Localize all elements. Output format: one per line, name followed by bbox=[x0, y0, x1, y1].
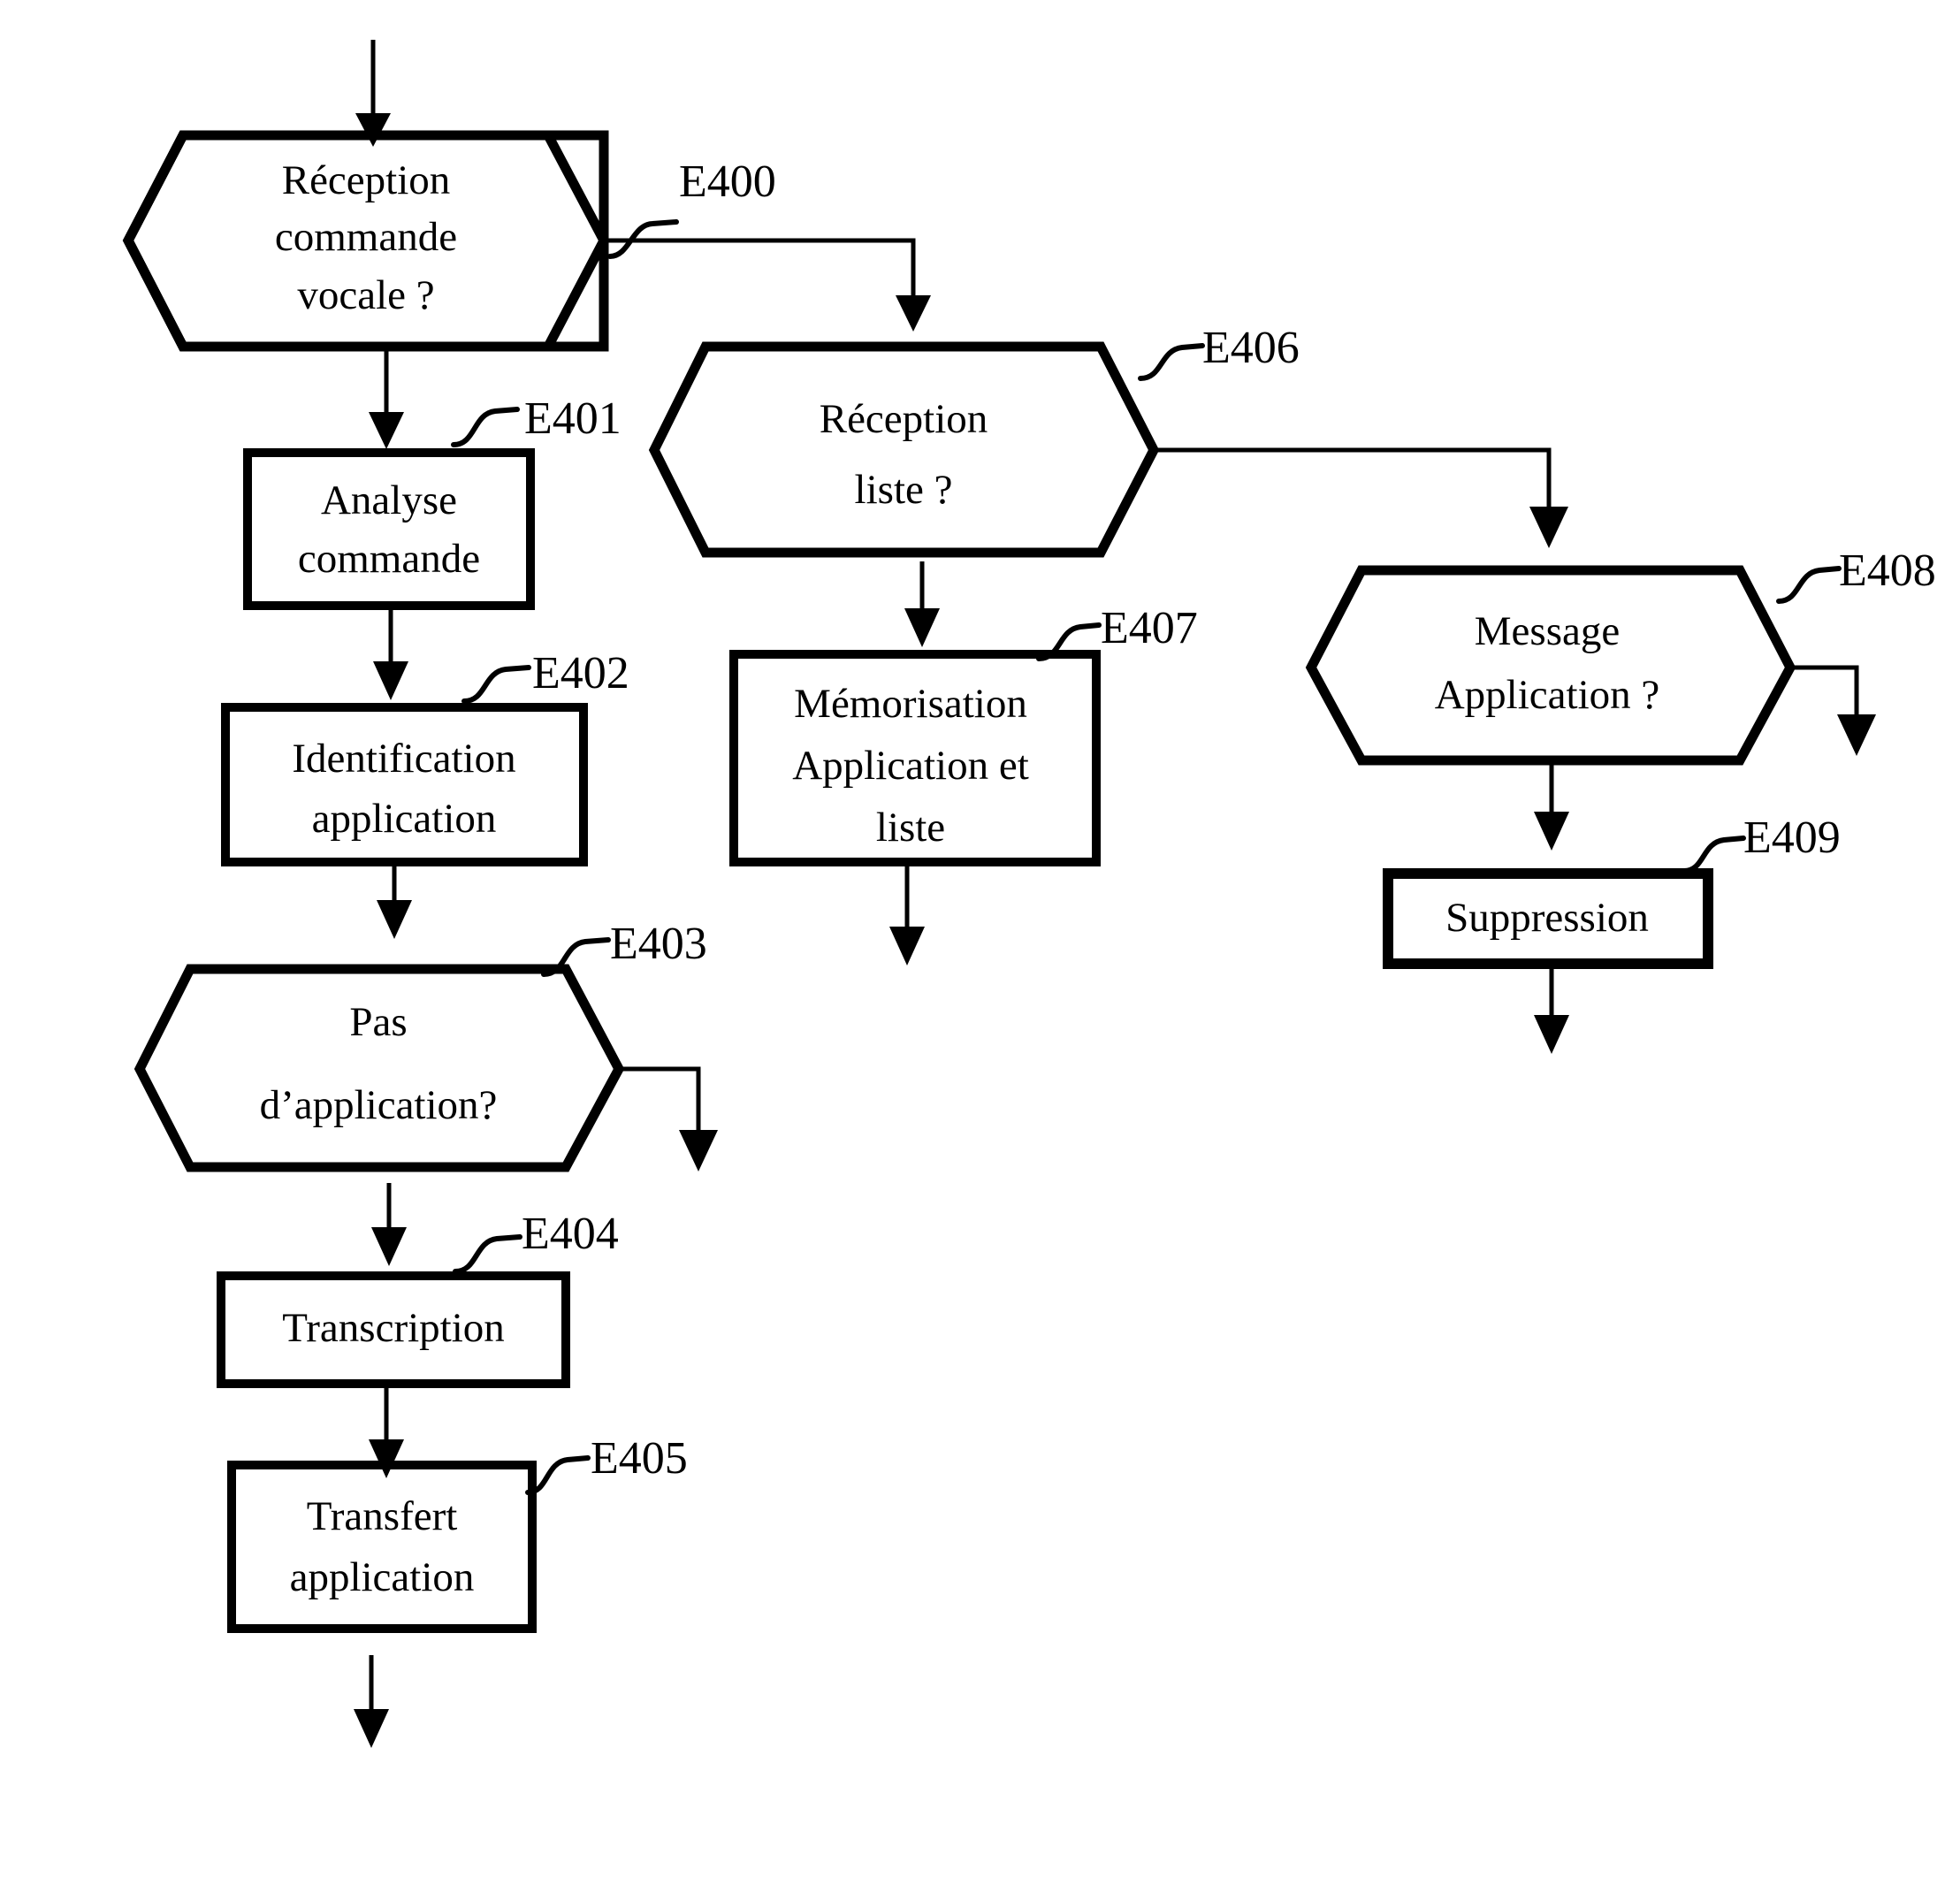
node-E401-line-0: Analyse bbox=[321, 477, 457, 523]
node-E409[interactable]: Suppression bbox=[1383, 868, 1713, 969]
ref-label-E402: E402 bbox=[461, 648, 629, 704]
edge-E406-to-E408 bbox=[1154, 447, 1568, 548]
edge-E402-to-E403 bbox=[377, 862, 412, 939]
node-E400-line-1: commande bbox=[275, 214, 457, 260]
ref-label-E401-text: E401 bbox=[524, 393, 622, 444]
ref-label-E400-text: E400 bbox=[679, 156, 776, 207]
edge-E403-to-exit-a bbox=[617, 1066, 718, 1171]
edge-E400-to-E406 bbox=[604, 238, 931, 332]
edge-entry-to-E400 bbox=[355, 40, 391, 147]
node-E401-line-1: commande bbox=[298, 536, 480, 582]
node-E407-line-0: Mémorisation bbox=[794, 681, 1027, 727]
ref-label-E407-text: E407 bbox=[1101, 603, 1198, 653]
ref-label-E406-text: E406 bbox=[1202, 323, 1300, 373]
edge-E404-to-E405 bbox=[369, 1388, 404, 1478]
node-E401[interactable]: Analyse commande bbox=[243, 448, 535, 610]
ref-label-E402-text: E402 bbox=[532, 648, 629, 698]
node-E405[interactable]: Transfert application bbox=[227, 1461, 537, 1633]
node-E403-line-0: Pas bbox=[349, 999, 407, 1045]
ref-label-E406: E406 bbox=[1138, 323, 1300, 381]
node-E407[interactable]: Mémorisation Application et liste bbox=[729, 650, 1101, 866]
node-E400-line-0: Réception bbox=[282, 157, 451, 203]
node-E400[interactable]: Réception commande vocale ? bbox=[122, 130, 610, 352]
node-E406[interactable]: Réception liste ? bbox=[648, 341, 1160, 558]
edge-E409-to-exit-e bbox=[1534, 964, 1569, 1054]
edge-E407-to-exit-c bbox=[889, 862, 925, 965]
ref-label-E408-text: E408 bbox=[1839, 546, 1936, 596]
ref-label-E405: E405 bbox=[525, 1433, 688, 1495]
node-E405-line-0: Transfert bbox=[307, 1493, 458, 1539]
node-E408[interactable]: Message Application ? bbox=[1305, 565, 1796, 766]
edge-E405-to-exit-b bbox=[354, 1655, 389, 1748]
edge-E403-to-E404 bbox=[371, 1183, 407, 1266]
node-E404-line-0: Transcription bbox=[282, 1305, 505, 1351]
ref-label-E408: E408 bbox=[1776, 546, 1936, 604]
ref-label-E409: E409 bbox=[1682, 813, 1841, 874]
node-E402-line-1: application bbox=[312, 796, 497, 842]
ref-label-E403: E403 bbox=[541, 919, 707, 977]
node-E402-line-0: Identification bbox=[292, 736, 515, 782]
ref-label-E405-text: E405 bbox=[591, 1433, 688, 1484]
node-E404[interactable]: Transcription bbox=[217, 1271, 570, 1388]
node-E406-line-0: Réception bbox=[820, 396, 988, 442]
ref-label-E407: E407 bbox=[1036, 603, 1198, 661]
node-E409-line-0: Suppression bbox=[1445, 895, 1649, 941]
node-E402[interactable]: Identification application bbox=[221, 703, 588, 866]
ref-label-E404-text: E404 bbox=[522, 1209, 619, 1259]
node-E400-line-2: vocale ? bbox=[297, 272, 434, 318]
ref-label-E400: E400 bbox=[607, 156, 776, 259]
edge-E400-to-E401 bbox=[369, 343, 404, 449]
node-E408-line-1: Application ? bbox=[1435, 672, 1660, 718]
edge-E401-to-E402 bbox=[373, 606, 408, 700]
node-E406-line-1: liste ? bbox=[855, 467, 953, 513]
ref-label-E403-text: E403 bbox=[610, 919, 707, 969]
ref-label-E409-text: E409 bbox=[1743, 813, 1841, 863]
node-E403[interactable]: Pas d’application? bbox=[133, 964, 625, 1172]
edge-E408-to-exit-d bbox=[1790, 665, 1876, 756]
node-E408-line-0: Message bbox=[1475, 608, 1620, 654]
node-E407-line-1: Application et bbox=[792, 743, 1029, 789]
ref-label-E404: E404 bbox=[453, 1209, 619, 1274]
node-E403-line-1: d’application? bbox=[260, 1082, 498, 1128]
ref-label-E401: E401 bbox=[451, 393, 622, 447]
node-E405-line-1: application bbox=[290, 1554, 475, 1600]
node-E407-line-2: liste bbox=[876, 805, 945, 851]
edge-E408-to-E409 bbox=[1534, 760, 1569, 851]
edge-E406-to-E407 bbox=[904, 561, 940, 647]
